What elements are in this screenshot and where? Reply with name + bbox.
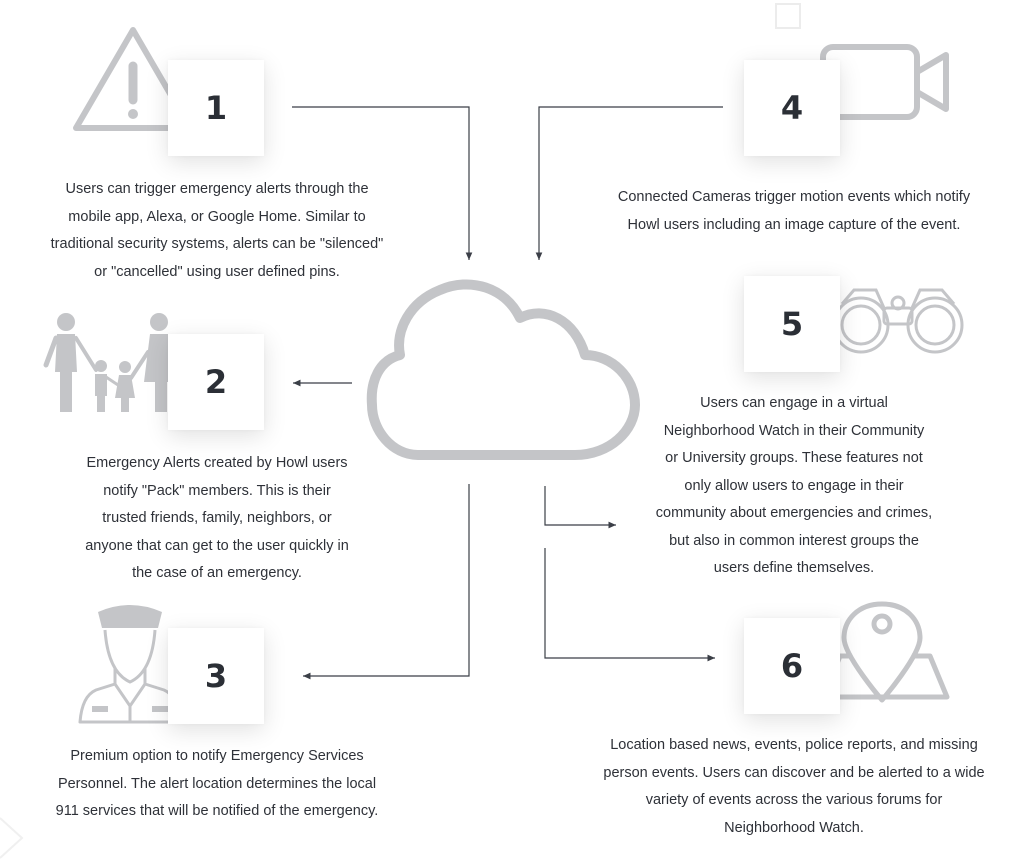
step-4-description: Connected Cameras trigger motion events … — [617, 189, 971, 233]
connectors — [292, 106, 723, 680]
connector-1-to-cloud — [292, 106, 473, 260]
step-6-description: Location based news, events, police repo… — [603, 737, 985, 836]
step-1-number: 1 — [204, 89, 228, 127]
step-2-number: 2 — [204, 363, 228, 401]
family-icon — [43, 313, 176, 412]
step-2-description: Emergency Alerts created by Howl users n… — [85, 455, 349, 581]
decor-square — [775, 3, 801, 29]
decor-chevron — [0, 817, 24, 859]
connector-4-to-cloud — [535, 106, 723, 260]
step-5-card: 5 — [744, 276, 840, 372]
cloud-icon — [366, 279, 640, 460]
step-4-card: 4 — [744, 60, 840, 156]
video-camera-icon — [820, 44, 949, 120]
step-3-number: 3 — [204, 657, 228, 695]
binoculars-icon — [832, 288, 964, 354]
police-officer-icon — [78, 605, 182, 724]
step-4-number: 4 — [780, 89, 804, 127]
step-1-card: 1 — [168, 60, 264, 156]
connector-cloud-to-3 — [303, 484, 470, 680]
step-2-card: 2 — [168, 334, 264, 430]
step-6-number: 6 — [780, 647, 804, 685]
step-3-card: 3 — [168, 628, 264, 724]
map-pin-icon — [821, 601, 950, 703]
step-5-description: Users can engage in a virtual Neighborho… — [655, 395, 933, 576]
step-1-description: Users can trigger emergency alerts throu… — [50, 181, 384, 280]
connector-cloud-to-5 — [544, 486, 616, 529]
warning-icon — [73, 27, 193, 131]
connector-cloud-to-6 — [544, 548, 715, 662]
step-3-description: Premium option to notify Emergency Servi… — [55, 748, 379, 819]
step-5-number: 5 — [780, 305, 804, 343]
step-6-card: 6 — [744, 618, 840, 714]
